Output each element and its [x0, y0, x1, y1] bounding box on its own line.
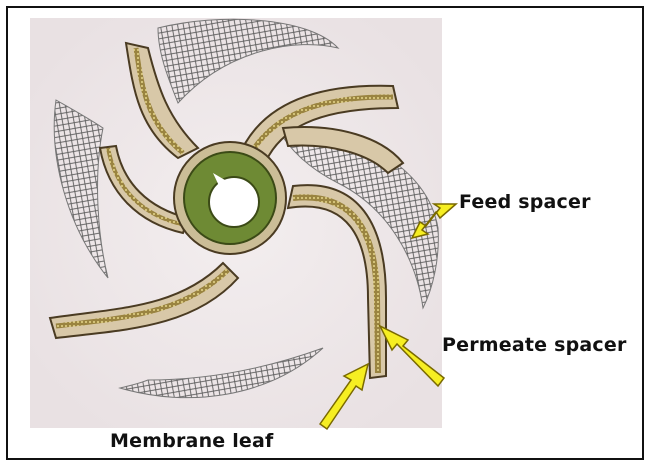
permeate-collection-tube: [174, 142, 286, 254]
tube-bore: [209, 177, 259, 227]
membrane-leaf-label: Membrane leaf: [110, 430, 274, 452]
feed-spacer-label: Feed spacer: [459, 191, 591, 213]
figure-frame: Feed spacer Permeate spacer Membrane lea…: [6, 6, 644, 460]
permeate-spacer-label: Permeate spacer: [442, 334, 627, 356]
spiral-wound-module-diagram: [8, 8, 642, 458]
